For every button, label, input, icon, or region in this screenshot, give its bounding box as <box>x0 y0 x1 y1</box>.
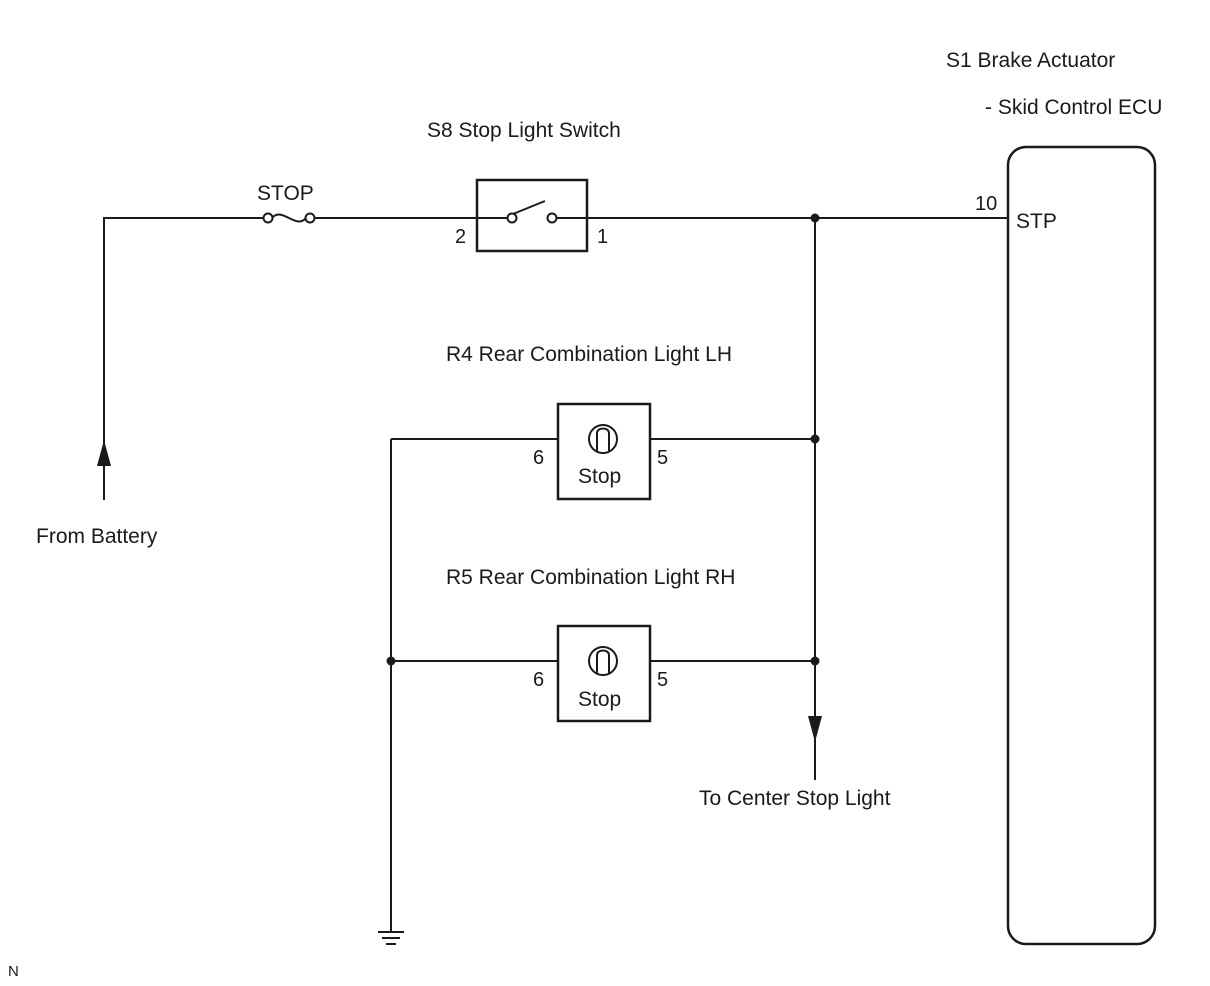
rear-light-rh-pin-right: 5 <box>657 669 668 691</box>
bulb-lh-icon <box>588 424 618 454</box>
rear-light-lh-pin-left: 6 <box>533 447 544 469</box>
rear-light-rh-bulb-label: Stop <box>578 688 621 711</box>
rear-light-lh-title: R4 Rear Combination Light LH <box>446 343 732 366</box>
fuse-icon <box>262 212 316 224</box>
rear-light-rh-title: R5 Rear Combination Light RH <box>446 566 735 589</box>
battery-arrow-icon <box>97 440 111 466</box>
to-center-stop-light-label: To Center Stop Light <box>699 787 891 810</box>
stop-light-switch-box <box>475 178 589 253</box>
ecu-subtitle: - Skid Control ECU <box>985 96 1162 119</box>
from-battery-label: From Battery <box>36 525 158 548</box>
switch-pin-left: 2 <box>455 226 466 248</box>
fuse-label: STOP <box>257 182 314 205</box>
battery-feed-wire <box>103 217 265 500</box>
center-stop-arrow-icon <box>808 716 822 742</box>
switch-pin-right: 1 <box>597 226 608 248</box>
rear-light-lh-bulb-label: Stop <box>578 465 621 488</box>
bulb-rh-icon <box>588 646 618 676</box>
ground-icon <box>378 931 404 945</box>
ecu-title: S1 Brake Actuator <box>946 49 1115 72</box>
switch-title: S8 Stop Light Switch <box>427 119 621 142</box>
junction-dot-top <box>810 213 820 223</box>
corner-mark: N <box>8 963 19 980</box>
switch-contact-icon <box>477 200 587 224</box>
rear-light-lh-pin-right: 5 <box>657 447 668 469</box>
ecu-box <box>1006 145 1157 946</box>
ecu-pin-number: 10 <box>975 193 997 215</box>
ecu-pin-name: STP <box>1016 210 1057 233</box>
rear-light-rh-pin-left: 6 <box>533 669 544 691</box>
